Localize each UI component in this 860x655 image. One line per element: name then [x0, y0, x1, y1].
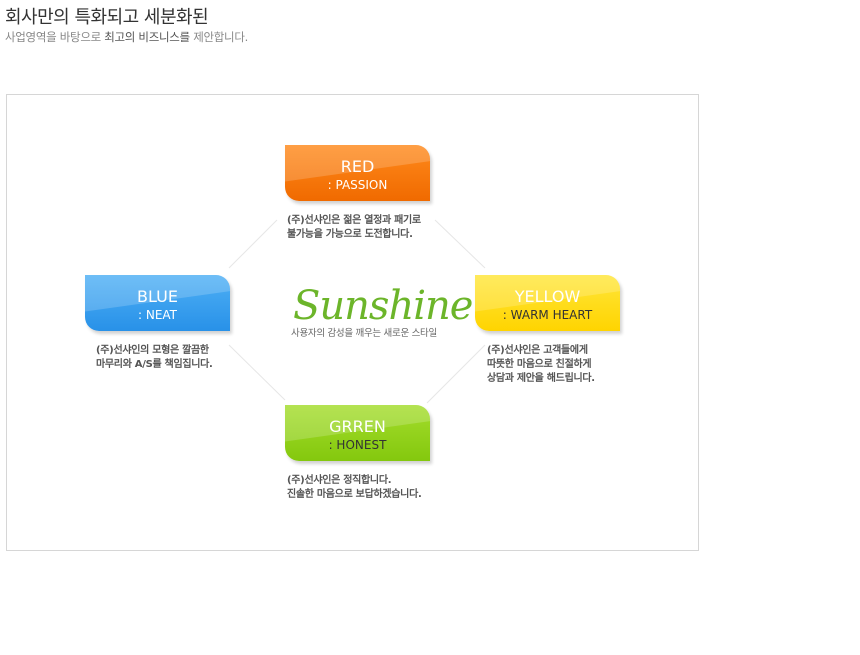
- page-title: 회사만의 특화되고 세분화된: [5, 7, 209, 28]
- card-green-subtitle: : HONEST: [328, 438, 387, 452]
- card-green-desc-line: (주)선샤인은 정직합니다.: [287, 475, 392, 486]
- connector-line-bottom-right: [426, 344, 486, 404]
- card-blue-title: BLUE: [137, 287, 178, 306]
- card-red-desc-line: 불가능을 가능으로 도전합니다.: [287, 229, 413, 240]
- page-subtitle: 사업영역을 바탕으로 최고의 비즈니스를 제안합니다.: [5, 29, 248, 45]
- connector-line-top-left: [228, 219, 278, 269]
- connector-line-bottom-left: [228, 344, 286, 401]
- card-yellow-desc-line: 따뜻한 마음으로 친절하게: [487, 359, 592, 370]
- card-red-title: RED: [340, 157, 375, 176]
- subtitle-emphasis: 최고의 비즈니스를: [104, 30, 190, 44]
- card-green-title: GRREN: [329, 417, 386, 436]
- subtitle-prefix: 사업영역을 바탕으로: [5, 30, 105, 44]
- card-blue-desc-line: 마무리와 A/S를 책임집니다.: [96, 359, 213, 370]
- card-yellow-warm-heart: YELLOW : WARM HEART: [475, 275, 620, 331]
- card-red-desc-line: (주)선샤인은 젊은 열정과 패기로: [287, 215, 421, 226]
- connector-lines: [228, 219, 486, 404]
- card-yellow-desc-line: 상담과 제안을 해드립니다.: [487, 373, 595, 384]
- card-blue-subtitle: : NEAT: [137, 308, 178, 322]
- sunshine-tagline: 사용자의 감성을 깨우는 새로운 스타일: [291, 328, 437, 339]
- card-green-description: (주)선샤인은 정직합니다. 진솔한 마음으로 보답하겠습니다.: [287, 474, 422, 502]
- values-diagram-frame: RED : PASSION (주)선샤인은 젊은 열정과 패기로 불가능을 가능…: [6, 94, 699, 551]
- card-green-desc-line: 진솔한 마음으로 보답하겠습니다.: [287, 489, 422, 500]
- card-yellow-desc-line: (주)선샤인은 고객들에게: [487, 345, 588, 356]
- subtitle-suffix: 제안합니다.: [189, 30, 248, 44]
- card-yellow-subtitle: : WARM HEART: [502, 308, 593, 322]
- card-red-description: (주)선샤인은 젊은 열정과 패기로 불가능을 가능으로 도전합니다.: [287, 214, 421, 242]
- card-red-passion: RED : PASSION: [285, 145, 430, 201]
- card-blue-desc-line: (주)선샤인의 모형은 깔끔한: [96, 345, 209, 356]
- card-yellow-title: YELLOW: [514, 287, 581, 306]
- card-yellow-description: (주)선샤인은 고객들에게 따뜻한 마음으로 친절하게 상담과 제안을 해드립니…: [487, 344, 595, 386]
- sunshine-logo: Sunshine: [293, 283, 473, 329]
- card-green-honest: GRREN : HONEST: [285, 405, 430, 461]
- card-blue-neat: BLUE : NEAT: [85, 275, 230, 331]
- card-red-subtitle: : PASSION: [327, 178, 388, 192]
- card-blue-description: (주)선샤인의 모형은 깔끔한 마무리와 A/S를 책임집니다.: [96, 344, 213, 372]
- connector-line-top-right: [434, 219, 486, 269]
